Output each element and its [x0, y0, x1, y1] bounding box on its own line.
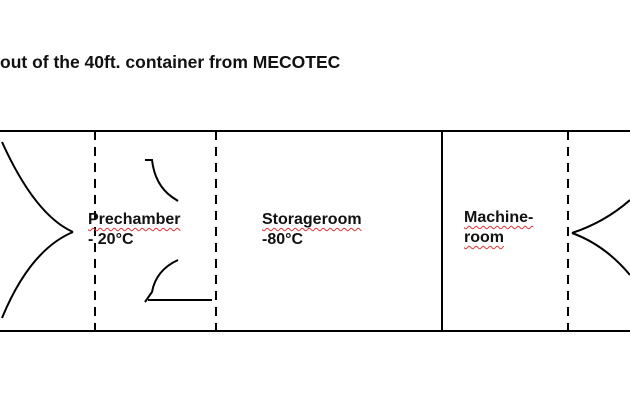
left-door-arc-bottom [1, 231, 74, 319]
machineroom-name: Machine- [464, 209, 534, 226]
inner-door-arc-bottom [144, 259, 179, 303]
diagram-title: out of the 40ft. container from MECOTEC [0, 52, 341, 72]
prechamber-temp: - 20°C [88, 231, 134, 248]
prechamber-label: Prechamber - 20°C [88, 210, 181, 250]
storageroom-name: Storageroom [262, 211, 362, 228]
right-door-arc-bottom [571, 232, 630, 276]
prechamber-name: Prechamber [88, 211, 181, 228]
storageroom-label: Storageroom -80°C [262, 210, 362, 250]
machineroom-label: Machine- room [464, 208, 533, 248]
right-door-arc-top [571, 199, 630, 234]
left-door-arc-top [1, 141, 74, 233]
inner-door-arc-top [145, 159, 179, 202]
machineroom-name-2: room [464, 229, 504, 246]
storageroom-temp: -80°C [262, 231, 304, 248]
